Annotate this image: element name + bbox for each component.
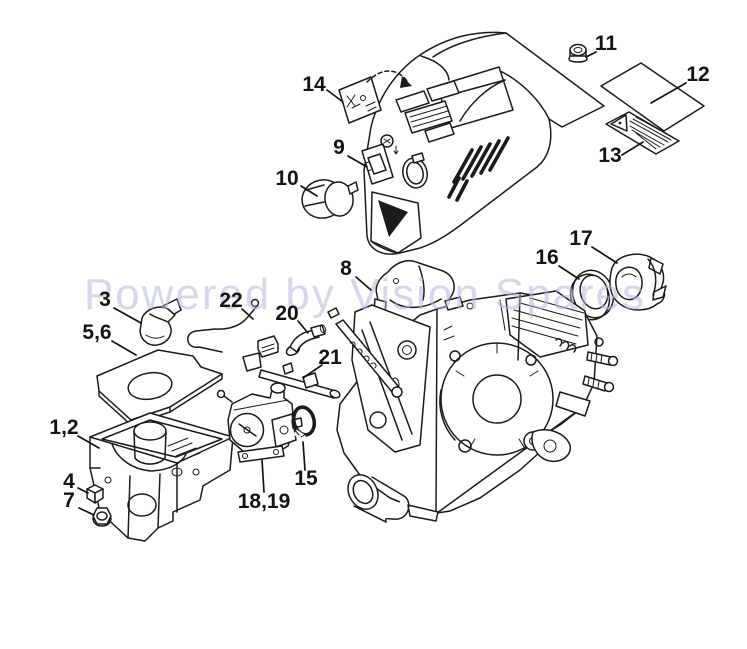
part-shroud-cover <box>361 31 605 255</box>
callout-21: 21 <box>318 346 342 369</box>
callout-18-19: 18,19 <box>238 490 291 513</box>
stop-switch <box>361 134 399 185</box>
part-safety-label <box>338 76 382 124</box>
part-swivel <box>285 324 327 356</box>
callout-8: 8 <box>340 257 352 280</box>
part-prefilter <box>139 298 182 346</box>
part-intake-boot <box>609 253 667 311</box>
assembly-direction-arrow <box>366 70 412 88</box>
part-plug <box>568 43 588 63</box>
intake-cowl <box>370 191 422 254</box>
watermark-text: Powered by Vision Spares <box>84 270 646 319</box>
part-sealing-ring <box>569 269 615 321</box>
part-throttle-rod <box>242 335 341 399</box>
callout-15: 15 <box>294 467 318 490</box>
part-choke-rod <box>187 298 260 353</box>
part-filter-plate <box>96 349 223 426</box>
callout-17: 17 <box>569 227 592 250</box>
callout-9: 9 <box>333 136 345 159</box>
part-carburetor <box>216 382 303 463</box>
callout-1-2: 1,2 <box>49 416 78 439</box>
callout-11: 11 <box>595 32 618 55</box>
callout-labels: 14 11 12 13 9 10 8 17 16 3 5,6 22 20 21 … <box>49 32 709 513</box>
callout-13: 13 <box>598 144 621 167</box>
callout-10: 10 <box>275 167 298 190</box>
part-blank-label <box>600 62 705 132</box>
callout-3: 3 <box>99 288 111 311</box>
vent-slats <box>447 136 510 202</box>
callout-12: 12 <box>686 63 709 86</box>
part-square-nut <box>86 484 104 504</box>
part-filter-housing <box>89 412 234 542</box>
callout-7: 7 <box>63 489 75 512</box>
leader-lines <box>77 51 687 516</box>
part-twist-lock <box>301 179 359 219</box>
part-retaining-clip <box>291 405 317 441</box>
callout-14: 14 <box>302 73 326 96</box>
callout-5-6: 5,6 <box>82 321 111 344</box>
part-hex-nut <box>92 507 112 527</box>
part-crankcase-assembly <box>327 290 619 523</box>
callout-16: 16 <box>535 246 558 269</box>
callout-22: 22 <box>219 289 242 312</box>
callout-4: 4 <box>63 470 75 493</box>
callout-20: 20 <box>275 302 298 325</box>
